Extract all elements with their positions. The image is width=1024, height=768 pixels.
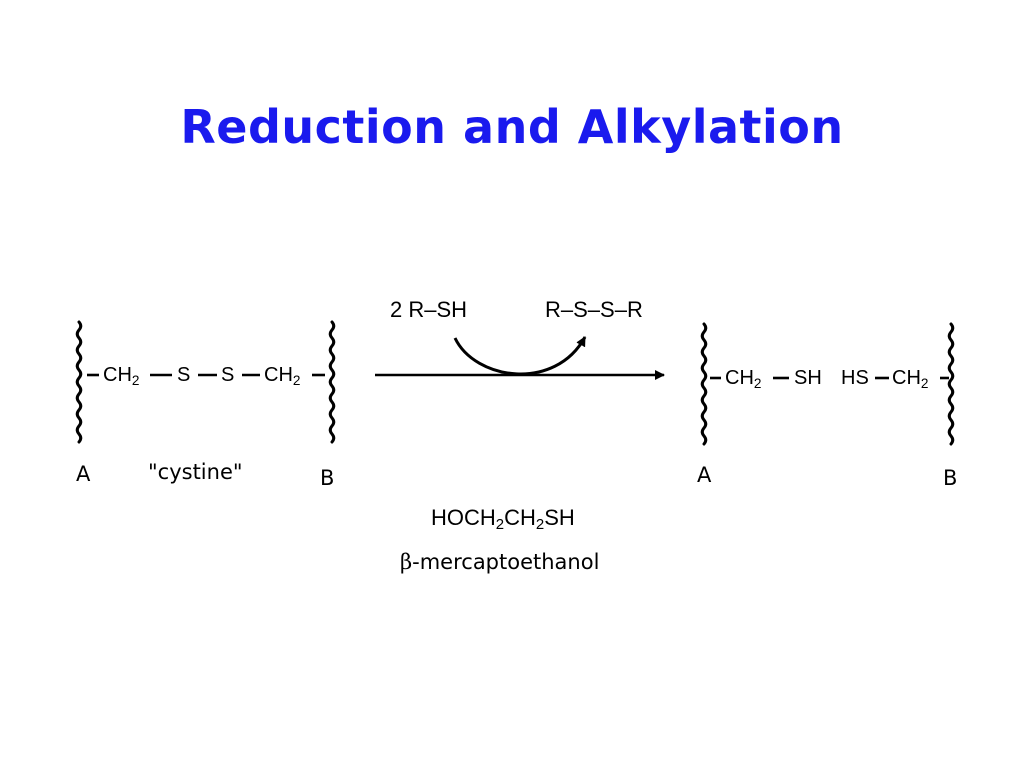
product-ch2-right: CH2 (892, 367, 929, 391)
reactant-ch2-right: CH2 (264, 364, 301, 388)
product-thiol-left: SH (794, 367, 822, 389)
peptide-chain-b-right (947, 322, 955, 446)
cystine-label: "cystine" (148, 460, 243, 484)
slide-title: Reduction and Alkylation (180, 100, 844, 154)
reactant-label-b: B (320, 466, 335, 490)
reactant-sulfur-1: S (177, 364, 191, 386)
product-label-b: B (943, 466, 958, 490)
peptide-chain-b-left (328, 320, 336, 444)
peptide-chain-a-left (75, 320, 83, 444)
reactant-sulfur-2: S (221, 364, 235, 386)
product-ch2-left: CH2 (725, 367, 762, 391)
reactant-ch2-left: CH2 (103, 364, 140, 388)
reactant-label-a: A (76, 462, 91, 486)
curved-reagent-arrow (453, 336, 587, 376)
reagent-formula: HOCH2CH2SH (431, 505, 575, 534)
reagent-disulfide: R–S–S–R (545, 297, 643, 322)
reagent-thiol: 2 R–SH (390, 297, 468, 322)
peptide-chain-a-right (700, 322, 708, 446)
product-thiol-right: HS (841, 367, 869, 389)
reagent-name: β-mercaptoethanol (400, 550, 600, 574)
product-label-a: A (697, 463, 712, 487)
